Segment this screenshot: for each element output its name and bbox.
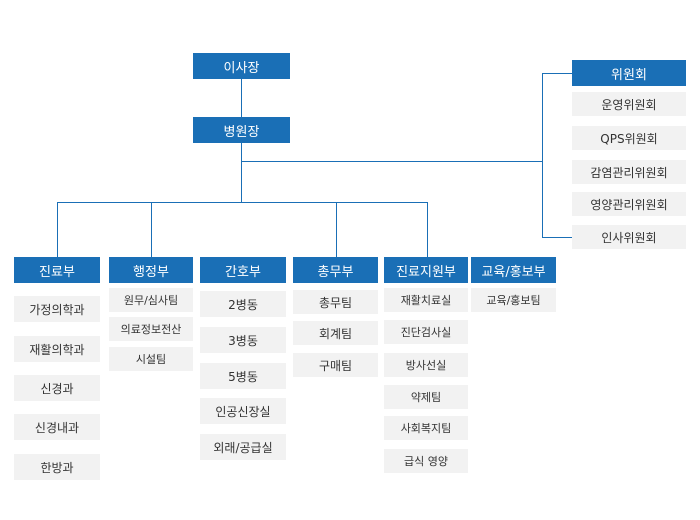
- department-item: 시설팀: [109, 347, 193, 371]
- department-item: 외래/공급실: [200, 434, 286, 460]
- department-item: 2병동: [200, 291, 286, 317]
- department-item: 의료정보전산: [109, 317, 193, 341]
- department-item: 방사선실: [384, 353, 468, 377]
- department-header: 진료지원부: [384, 257, 468, 283]
- committee-item: 운영위원회: [572, 92, 686, 116]
- department-item: 5병동: [200, 363, 286, 389]
- department-item: 진단검사실: [384, 320, 468, 344]
- connector-departments-bar: [57, 202, 428, 203]
- department-item: 구매팀: [293, 353, 378, 377]
- committee-item: 인사위원회: [572, 225, 686, 249]
- connector-director-trunk: [241, 143, 242, 202]
- department-item: 사회복지팀: [384, 416, 468, 440]
- department-item: 재활의학과: [14, 336, 100, 362]
- connector-committee-spine: [542, 73, 543, 237]
- connector-dept-1: [57, 202, 58, 257]
- department-header: 행정부: [109, 257, 193, 283]
- department-item: 신경과: [14, 375, 100, 401]
- department-item: 회계팀: [293, 321, 378, 345]
- connector-dept-5: [427, 202, 428, 257]
- connector-committee-bottom: [542, 237, 572, 238]
- department-item: 재활치료실: [384, 288, 468, 312]
- department-header: 진료부: [14, 257, 100, 283]
- department-item: 총무팀: [293, 290, 378, 314]
- connector-chairman-director: [241, 79, 242, 117]
- connector-committee-branch: [241, 161, 543, 162]
- department-item: 원무/심사팀: [109, 288, 193, 312]
- department-header: 총무부: [293, 257, 378, 283]
- committee-header: 위원회: [572, 60, 686, 86]
- department-header: 교육/홍보부: [471, 257, 556, 283]
- department-item: 3병동: [200, 327, 286, 353]
- chairman-box: 이사장: [193, 53, 290, 79]
- department-item: 가정의학과: [14, 296, 100, 322]
- department-item: 한방과: [14, 454, 100, 480]
- department-item: 신경내과: [14, 414, 100, 440]
- committee-item: QPS위원회: [572, 126, 686, 150]
- department-item: 인공신장실: [200, 398, 286, 424]
- department-item: 교육/홍보팀: [471, 288, 556, 312]
- department-header: 간호부: [200, 257, 286, 283]
- connector-dept-4: [336, 202, 337, 257]
- committee-item: 감염관리위원회: [572, 160, 686, 184]
- committee-item: 영양관리위원회: [572, 192, 686, 216]
- department-item: 약제팀: [384, 385, 468, 409]
- connector-committee-top: [542, 73, 572, 74]
- department-item: 급식 영양: [384, 449, 468, 473]
- director-box: 병원장: [193, 117, 290, 143]
- connector-dept-2: [151, 202, 152, 257]
